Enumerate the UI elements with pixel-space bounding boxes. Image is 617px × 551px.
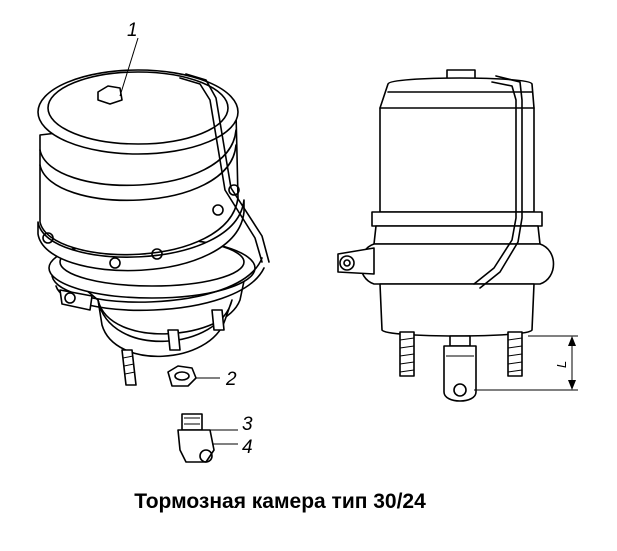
- dimension-L-label: L: [554, 361, 569, 368]
- brake-chamber-isometric-view: [37, 69, 270, 386]
- callout-leaders: [119, 37, 238, 445]
- callout-3-label: 3: [242, 414, 253, 435]
- callout-1-label: 1: [127, 20, 138, 41]
- dimension-L: [474, 335, 578, 391]
- brake-chamber-side-view: [337, 69, 555, 402]
- callout-4-label: 4: [242, 437, 253, 458]
- figure-caption: Тормозная камера тип 30/24: [134, 490, 426, 513]
- nut-part: [167, 365, 197, 387]
- clevis-part: [177, 413, 215, 463]
- callout-2-label: 2: [225, 369, 237, 390]
